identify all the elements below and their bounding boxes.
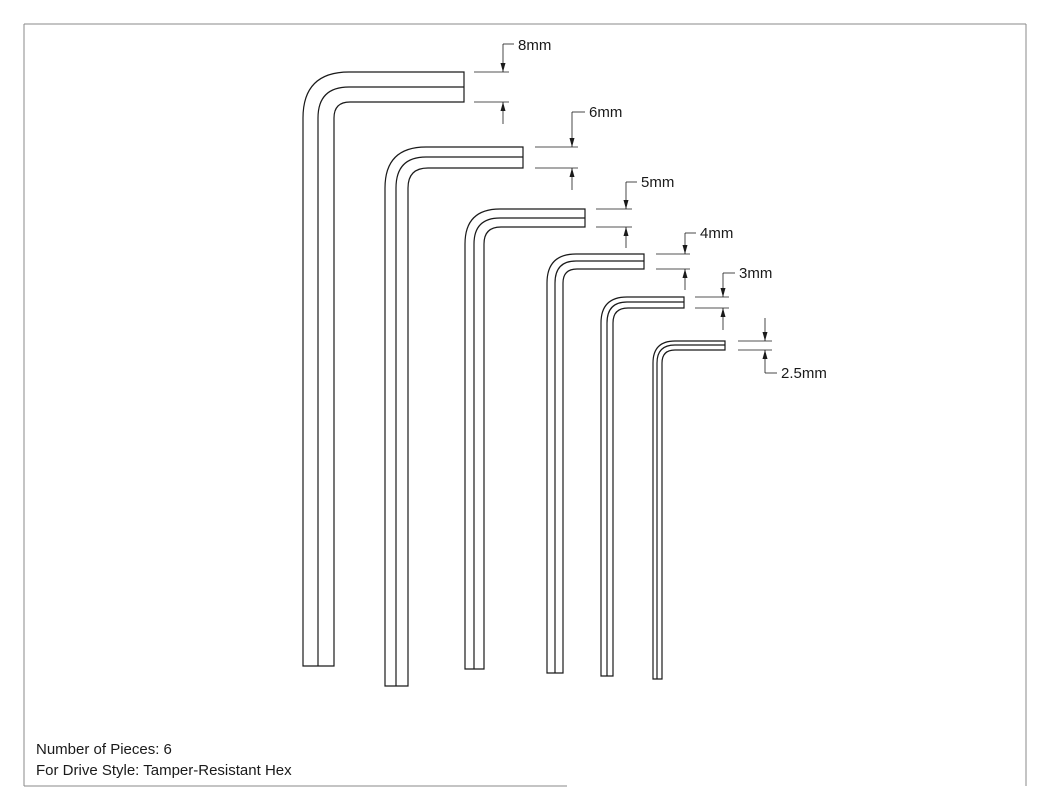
- hex-key-6mm: [384, 146, 524, 687]
- note-number-of-pieces: Number of Pieces: 6: [36, 741, 172, 758]
- hex-key-4mm: [546, 253, 645, 674]
- dimension-label-3mm: 3mm: [739, 265, 772, 282]
- hex-key-2-5mm: [652, 340, 726, 680]
- dimension-label-4mm: 4mm: [700, 225, 733, 242]
- dimension-3mm: 3mm: [695, 265, 772, 330]
- dimension-label-5mm: 5mm: [641, 174, 674, 191]
- dimension-2-5mm: 2.5mm: [738, 318, 827, 382]
- dimension-6mm: 6mm: [535, 104, 622, 190]
- drawing-frame: [23, 23, 1027, 787]
- hex-key-3mm: [600, 296, 685, 677]
- hex-key-5mm: [464, 208, 586, 670]
- dimension-label-6mm: 6mm: [589, 104, 622, 121]
- dimension-4mm: 4mm: [656, 225, 733, 290]
- dimension-label-8mm: 8mm: [518, 37, 551, 54]
- dimension-5mm: 5mm: [596, 174, 674, 248]
- note-drive-style: For Drive Style: Tamper-Resistant Hex: [36, 762, 292, 779]
- dimension-8mm: 8mm: [474, 37, 551, 124]
- hex-key-8mm: [302, 71, 465, 667]
- dimension-label-2-5mm: 2.5mm: [781, 365, 827, 382]
